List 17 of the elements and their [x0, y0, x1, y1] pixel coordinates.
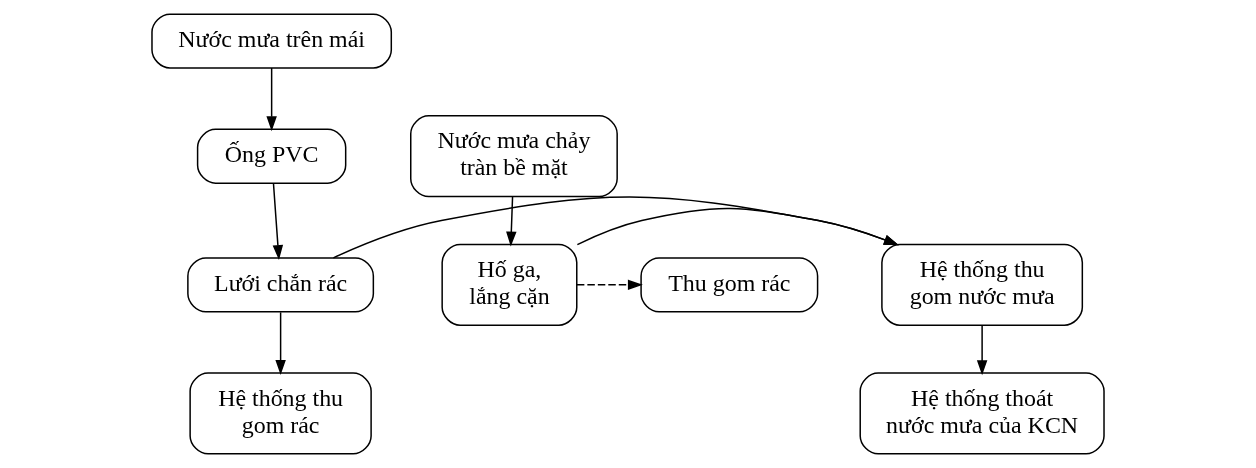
node-box: Nước mưa trên mái: [151, 13, 393, 69]
arrow: [976, 324, 988, 376]
node-box: Ống PVC: [196, 128, 347, 184]
node-box: Hệ thống thu gom rác: [189, 372, 372, 455]
arrow: [506, 196, 517, 247]
node-box: Lưới chắn rác: [187, 257, 375, 313]
arrow: [266, 67, 277, 132]
arrow: [576, 207, 899, 246]
node-box: Hệ thống thoát nước mưa của KCN: [859, 372, 1105, 455]
node-box: Hố ga, lắng cặn: [441, 243, 578, 326]
arrow: [576, 279, 643, 291]
arrow: [332, 196, 899, 259]
arrow: [275, 311, 286, 375]
node-box: Thu gom rác: [640, 257, 819, 313]
arrow: [272, 183, 284, 261]
node-box: Hệ thống thu gom nước mưa: [881, 243, 1084, 326]
node-box: Nước mưa chảy tràn bề mặt: [410, 115, 618, 198]
